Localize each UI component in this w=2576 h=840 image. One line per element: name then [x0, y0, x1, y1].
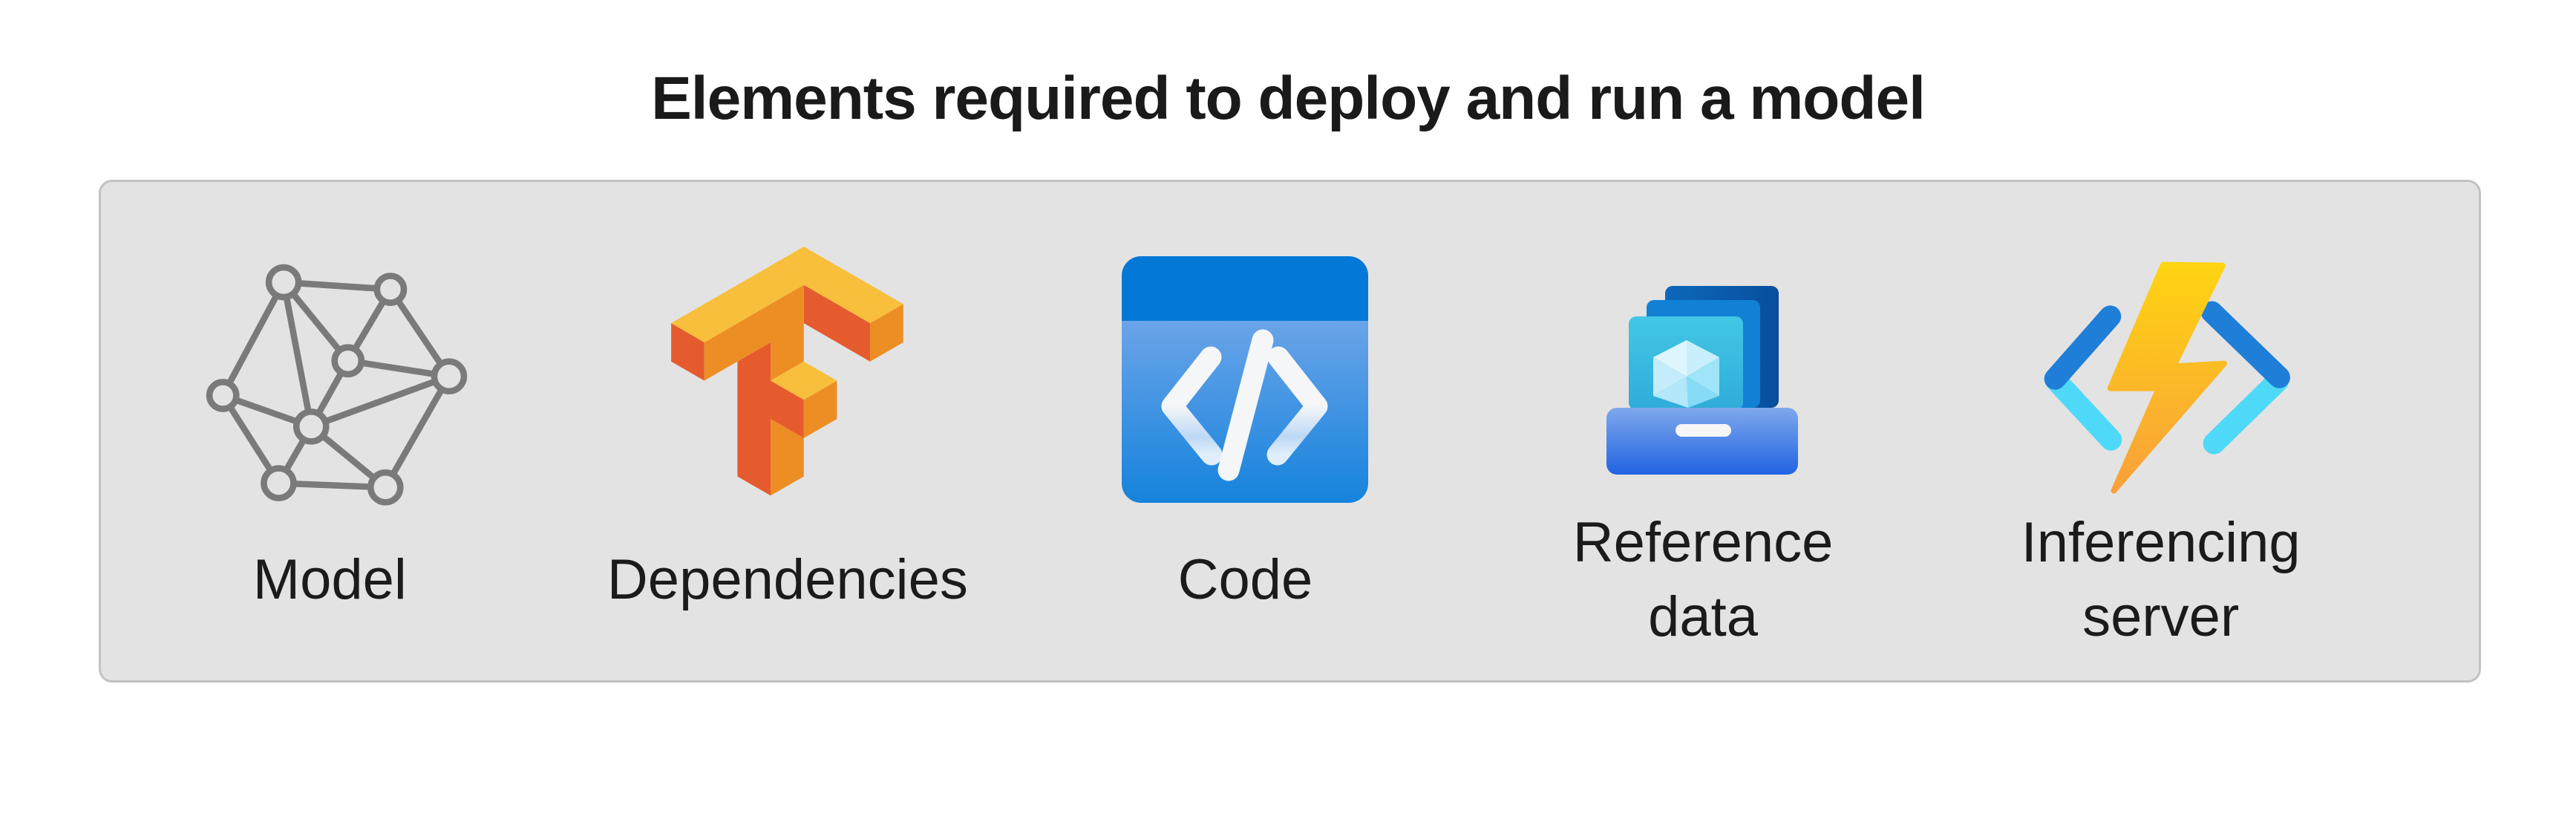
code-window-icon: [1122, 256, 1369, 504]
item-dependencies: Dependencies: [559, 182, 1017, 645]
item-model: Model: [101, 182, 559, 645]
cube-icon: [1653, 340, 1720, 408]
elements-panel: Model Dependencies: [99, 180, 2481, 683]
item-inferencing-server: Inferencing server: [1932, 182, 2390, 649]
item-label-inferencing-server: Inferencing server: [2021, 510, 2301, 649]
reference-data-drawer-icon: [1606, 286, 1799, 475]
model-network-icon: [206, 264, 468, 506]
item-label-model: Model: [252, 548, 407, 612]
page-title: Elements required to deploy and run a mo…: [651, 65, 1926, 132]
item-label-reference-data: Reference data: [1572, 510, 1834, 649]
item-reference-data: Reference data: [1474, 182, 1932, 649]
item-label-dependencies: Dependencies: [607, 548, 968, 612]
item-label-code: Code: [1177, 548, 1313, 612]
item-code: Code: [1016, 182, 1474, 645]
tensorflow-icon: [670, 247, 903, 496]
azure-functions-bolt-icon: [2044, 261, 2290, 494]
